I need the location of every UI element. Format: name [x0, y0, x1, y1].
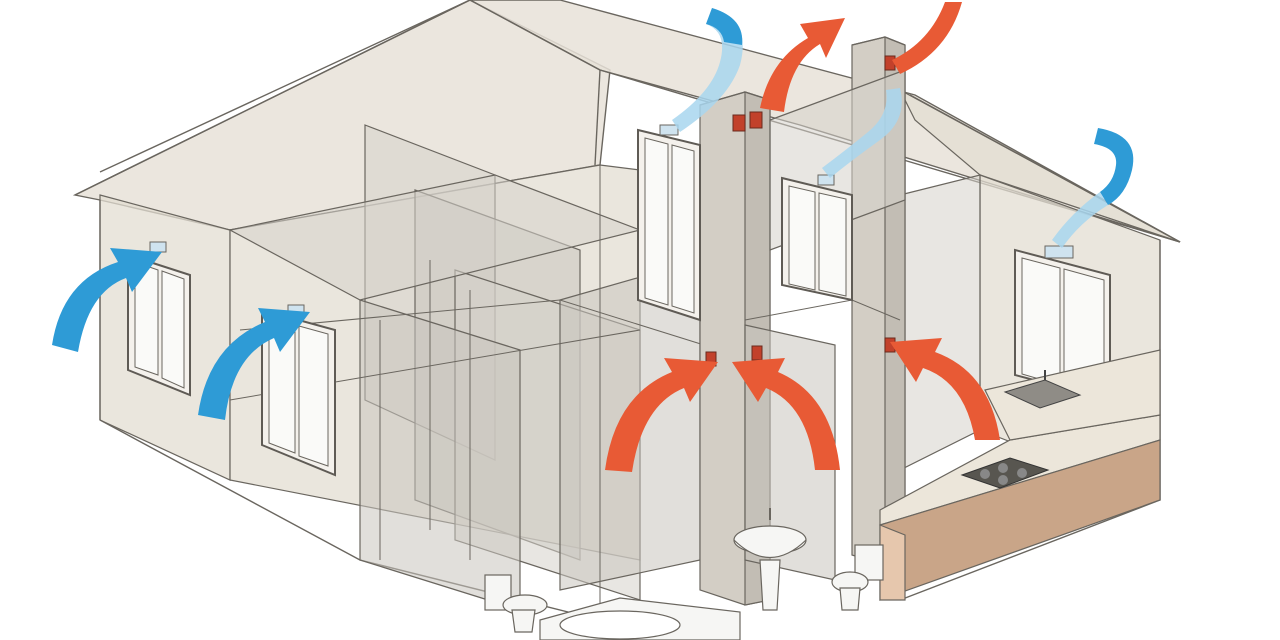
exhaust-arrow-bathroom [605, 358, 718, 472]
window-icon [1014, 248, 1111, 402]
vent-grille-icon [149, 241, 167, 253]
toilet-icon [484, 574, 548, 633]
supply-arrow-front-wall [198, 308, 310, 420]
supply-arrow-roof-2 [822, 88, 902, 178]
vent-grille-icon [751, 345, 763, 361]
vent-grille-icon [659, 124, 679, 136]
vent-shafts [699, 36, 906, 606]
vent-grille-icon [817, 174, 835, 186]
exhaust-arrow-shaft1-top [760, 18, 845, 112]
exhaust-air-arrows [605, 2, 1000, 472]
exhaust-arrow-kitchen [890, 338, 1000, 440]
exhaust-arrow-toilet [732, 358, 840, 470]
vent-grille-icon [1044, 245, 1074, 259]
supply-arrow-roof-3 [1094, 128, 1134, 205]
fixtures [484, 349, 1161, 640]
vent-grille-icon [732, 114, 746, 132]
interior-partitions [228, 124, 981, 620]
exhaust-arrow-shaft2-top [892, 2, 962, 74]
toilet-icon [831, 544, 884, 611]
window-icon [637, 128, 701, 322]
vent-grille-icon [749, 111, 763, 129]
supply-air-arrows [52, 8, 1134, 420]
bathtub-icon [539, 597, 741, 640]
kitchen-sink-icon [1003, 370, 1082, 409]
supply-arrow-left-wall [52, 248, 162, 352]
vent-grille-icon [884, 55, 896, 71]
window-icon [127, 253, 191, 397]
stove-icon [960, 457, 1050, 489]
window-icon [781, 176, 853, 302]
supply-arrow-roof-1-head [706, 8, 743, 45]
supply-arrow-roof-3-tail [1052, 192, 1108, 248]
sink-icon [733, 508, 807, 611]
